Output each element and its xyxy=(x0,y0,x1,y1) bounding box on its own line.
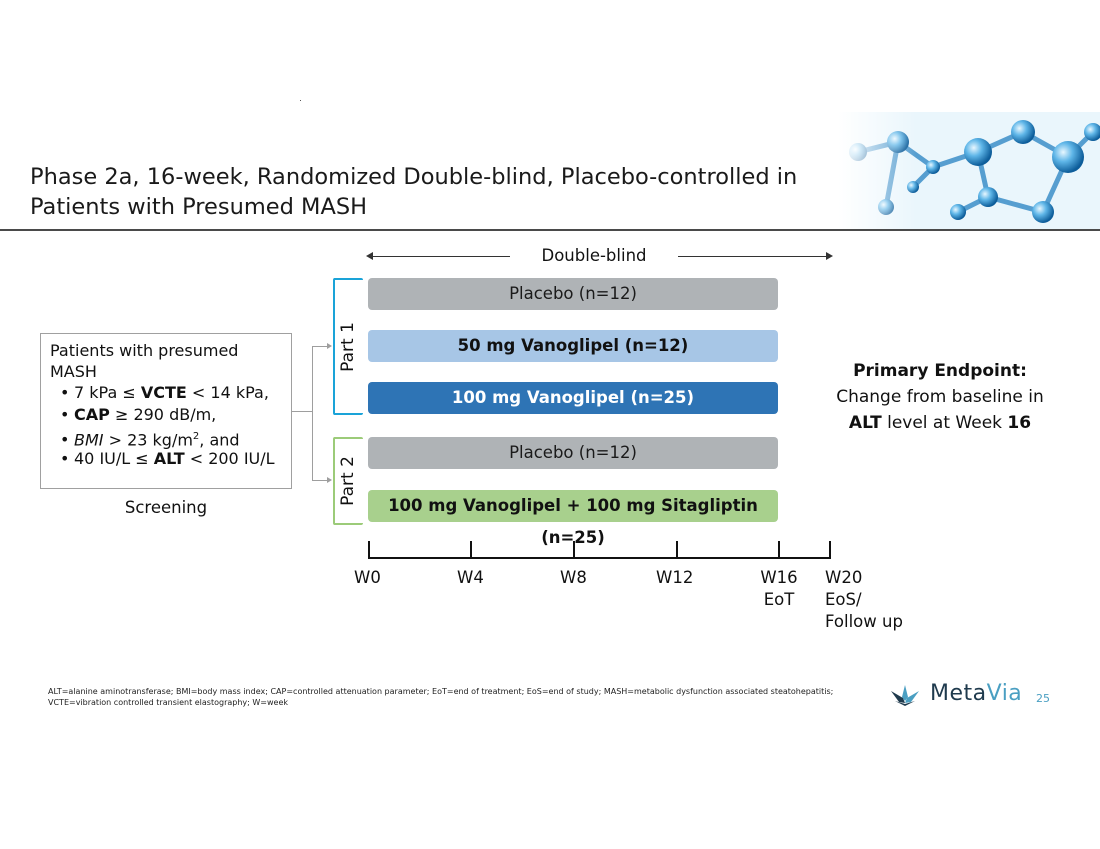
part-2-bracket xyxy=(333,437,363,525)
connector-part1 xyxy=(312,346,328,347)
metavia-logo-text: MetaVia xyxy=(930,681,1023,706)
timeline-tick xyxy=(829,541,831,558)
double-blind-line-left xyxy=(370,256,510,257)
part-1-label: Part 1 xyxy=(338,322,358,372)
timeline-label-w4: W4 xyxy=(457,568,484,587)
part-2-label: Part 2 xyxy=(338,456,358,506)
arrow-left-icon xyxy=(366,252,373,260)
connector-trunk xyxy=(292,411,312,412)
timeline-tick xyxy=(676,541,678,558)
arm-50mg-vanoglipel: 50 mg Vanoglipel (n=12) xyxy=(368,330,778,362)
page-number: 25 xyxy=(1036,692,1050,705)
slide-title: Phase 2a, 16-week, Randomized Double-bli… xyxy=(30,162,840,222)
connector-arrow-part1-icon xyxy=(327,343,332,349)
screening-criteria-box xyxy=(40,333,292,489)
timeline-tick xyxy=(778,541,780,558)
timeline-tick xyxy=(470,541,472,558)
arrow-right-icon xyxy=(826,252,833,260)
title-line-2: Patients with Presumed MASH xyxy=(30,194,368,220)
criterion-vcte: •7 kPa ≤ VCTE < 14 kPa, xyxy=(60,383,269,402)
molecule-graphic xyxy=(838,112,1100,230)
connector-arrow-part2-icon xyxy=(327,477,332,483)
title-divider xyxy=(0,229,1100,231)
screening-label: Screening xyxy=(124,498,208,517)
criterion-bmi: •BMI > 23 kg/m2, and xyxy=(60,430,240,450)
arm-100mg-vanoglipel: 100 mg Vanoglipel (n=25) xyxy=(368,382,778,414)
arm-vanoglipel-sitagliptin: 100 mg Vanoglipel + 100 mg Sitagliptin (… xyxy=(368,490,778,547)
part-1-bracket xyxy=(333,278,363,415)
double-blind-label: Double-blind xyxy=(541,246,647,265)
primary-endpoint-line-3: ALT level at Week 16 xyxy=(848,413,1032,433)
decorative-speck xyxy=(300,100,301,101)
timeline-axis xyxy=(368,557,831,559)
metavia-logo-icon xyxy=(891,685,919,706)
connector-part2 xyxy=(312,480,328,481)
connector-vertical xyxy=(312,346,313,481)
screening-heading-line-1: Patients with presumed xyxy=(50,341,239,360)
timeline-label-w8: W8 xyxy=(560,568,587,587)
arm-placebo-part2: Placebo (n=12) xyxy=(368,437,778,469)
primary-endpoint-line-2: Change from baseline in xyxy=(836,387,1044,407)
timeline-tick xyxy=(368,541,370,558)
abbreviations-footnote: ALT=alanine aminotransferase; BMI=body m… xyxy=(48,687,834,707)
criterion-cap: •CAP ≥ 290 dB/m, xyxy=(60,405,217,424)
double-blind-line-right xyxy=(678,256,830,257)
criterion-alt: •40 IU/L ≤ ALT < 200 IU/L xyxy=(60,449,275,468)
title-line-1: Phase 2a, 16-week, Randomized Double-bli… xyxy=(30,164,798,190)
arm-placebo-part1: Placebo (n=12) xyxy=(368,278,778,310)
screening-heading: Patients with presumed MASH xyxy=(50,340,290,382)
primary-endpoint-title: Primary Endpoint: xyxy=(853,361,1027,381)
timeline-tick xyxy=(573,541,575,558)
timeline-label-w12: W12 xyxy=(656,568,694,587)
timeline-label-w0: W0 xyxy=(354,568,381,587)
screening-heading-line-2: MASH xyxy=(50,362,97,381)
